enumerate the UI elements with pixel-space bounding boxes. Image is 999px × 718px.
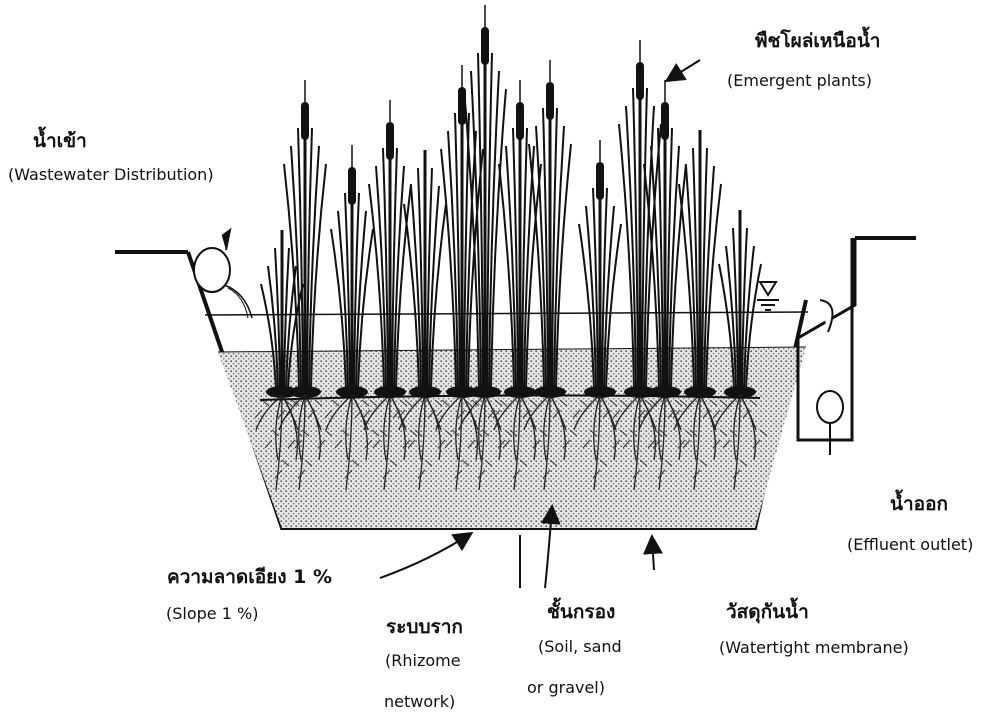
water-level-icon	[757, 282, 779, 310]
outlet-label-thai: น้ำออก	[890, 489, 948, 519]
inlet-valve-icon	[194, 230, 252, 318]
rhizome-label-english-2: network)	[384, 692, 455, 711]
outlet-label-english: (Effluent outlet)	[847, 535, 973, 554]
plants-label-thai: พืชโผล่เหนือน้ำ	[755, 26, 880, 56]
inlet-label-thai: น้ำเข้า	[33, 126, 87, 156]
slope-arrow	[380, 534, 470, 578]
outlet-valve-icon	[817, 391, 843, 455]
emergent-plants	[261, 5, 761, 398]
media-label-thai: ชั้นกรอง	[547, 597, 615, 627]
slope-label-english: (Slope 1 %)	[166, 604, 258, 623]
rhizome-label-english-1: (Rhizome	[385, 651, 461, 670]
cattail-plant-icon	[441, 65, 483, 398]
plants-arrow	[668, 60, 700, 80]
slope-label-thai: ความลาดเอียง 1 %	[167, 562, 332, 592]
media-label-english-2: or gravel)	[527, 678, 605, 697]
membrane-label-english: (Watertight membrane)	[719, 638, 909, 657]
membrane-label-thai: วัสดุกันน้ำ	[726, 597, 809, 627]
rhizome-label-thai: ระบบราก	[386, 612, 463, 642]
inlet-label-english: (Wastewater Distribution)	[8, 165, 214, 184]
plants-label-english: (Emergent plants)	[727, 71, 872, 90]
membrane-arrow	[652, 538, 654, 570]
media-label-english-1: (Soil, sand	[538, 637, 622, 656]
